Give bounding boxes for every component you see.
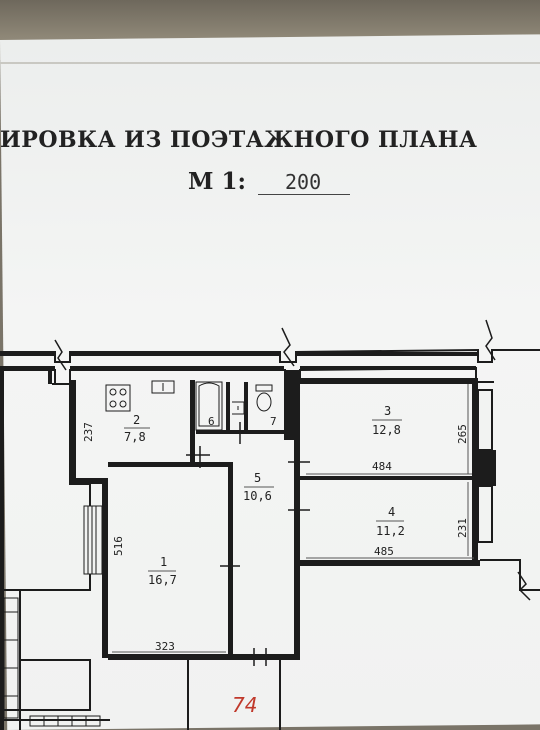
dim-room3-height: 265 — [456, 424, 469, 444]
dim-room1-width: 323 — [155, 640, 175, 653]
room-4-number: 4 — [388, 505, 395, 519]
room-5-area: 10,6 — [243, 489, 272, 503]
plan-walls — [0, 348, 540, 730]
washbasin-icon — [232, 401, 245, 415]
dim-kitchen-height: 237 — [82, 422, 95, 442]
dim-room1-height: 516 — [112, 536, 125, 556]
dimension-labels: 237 484 265 231 485 516 323 — [82, 422, 469, 653]
room-2-area: 7,8 — [124, 430, 146, 444]
dim-room4-height: 231 — [456, 518, 469, 538]
scale-underline — [258, 194, 350, 195]
room-labels: 2 7,8 3 12,8 5 10,6 4 11,2 1 16,7 6 7 — [124, 404, 405, 587]
room-1-area: 16,7 — [148, 573, 177, 587]
scale-label: М 1: — [188, 168, 246, 195]
room-1-number: 1 — [160, 555, 167, 569]
room-7-number: 7 — [270, 415, 277, 428]
toilet-icon — [255, 384, 273, 412]
handwritten-apartment-number: 74 — [232, 693, 257, 717]
left-window — [83, 505, 103, 575]
wc-partition — [244, 382, 248, 432]
plan-wall-fills — [0, 352, 478, 730]
dimension-lines — [112, 384, 474, 653]
room-3-area: 12,8 — [372, 423, 401, 437]
document-title: ИРОВКА ИЗ ПОЭТАЖНОГО ПЛАНА — [0, 127, 478, 153]
wall-break-marks — [54, 319, 531, 601]
room-4-area: 11,2 — [376, 524, 405, 538]
stove-icon — [105, 384, 131, 412]
room-5-number: 5 — [254, 471, 261, 485]
scale-value: 200 — [285, 170, 322, 194]
room-2-number: 2 — [133, 413, 140, 427]
door-marks — [186, 422, 310, 666]
room-6-number: 6 — [208, 415, 215, 428]
bath-partition — [226, 382, 230, 432]
neighbour-area — [3, 597, 101, 727]
dim-room3-width: 484 — [372, 460, 392, 473]
sink-icon — [151, 380, 175, 394]
room-3-number: 3 — [384, 404, 391, 418]
dim-room4-width: 485 — [374, 545, 394, 558]
paper-fold — [0, 62, 540, 64]
